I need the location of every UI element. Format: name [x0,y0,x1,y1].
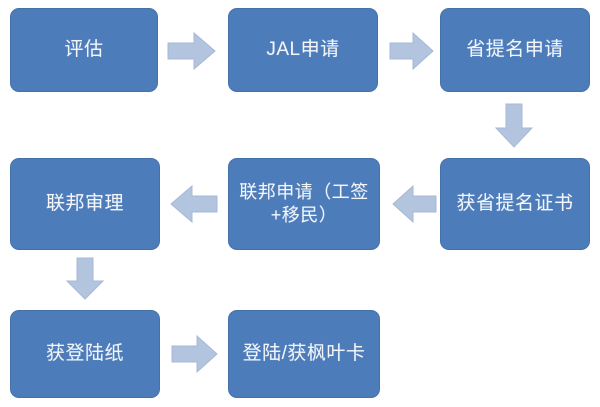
node-federal-review[interactable]: 联邦审理 [10,158,160,250]
arrow-right-landing-paper-to-pr-card [171,334,218,374]
node-assessment[interactable]: 评估 [10,8,158,92]
node-landing-paper-label: 获登陆纸 [45,342,124,364]
node-federal-review-label: 联邦审理 [45,192,124,214]
arrow-down-pnp-to-certificate [494,103,534,148]
node-landing-pr-card[interactable]: 登陆/获枫叶卡 [228,310,380,398]
node-pnp-application[interactable]: 省提名申请 [440,8,590,92]
arrow-left-certificate-to-federal [392,184,437,224]
node-federal-application-label: 联邦申请（工签+移民） [239,181,369,225]
node-landing-pr-card-label: 登陆/获枫叶卡 [242,342,366,364]
arrow-left-federal-to-review [170,184,218,224]
node-jal-application[interactable]: JAL申请 [228,8,378,92]
arrow-right-assessment-to-jal [167,31,216,71]
arrow-right-jal-to-pnp [389,31,434,71]
node-landing-paper[interactable]: 获登陆纸 [10,310,160,398]
node-assessment-label: 评估 [64,38,104,60]
node-pnp-certificate-label: 获省提名证书 [456,192,574,214]
node-pnp-application-label: 省提名申请 [466,38,564,60]
node-pnp-certificate[interactable]: 获省提名证书 [440,158,590,250]
node-jal-application-label: JAL申请 [266,38,340,60]
arrow-down-review-to-landing-paper [65,257,105,300]
node-federal-application[interactable]: 联邦申请（工签+移民） [228,158,380,250]
